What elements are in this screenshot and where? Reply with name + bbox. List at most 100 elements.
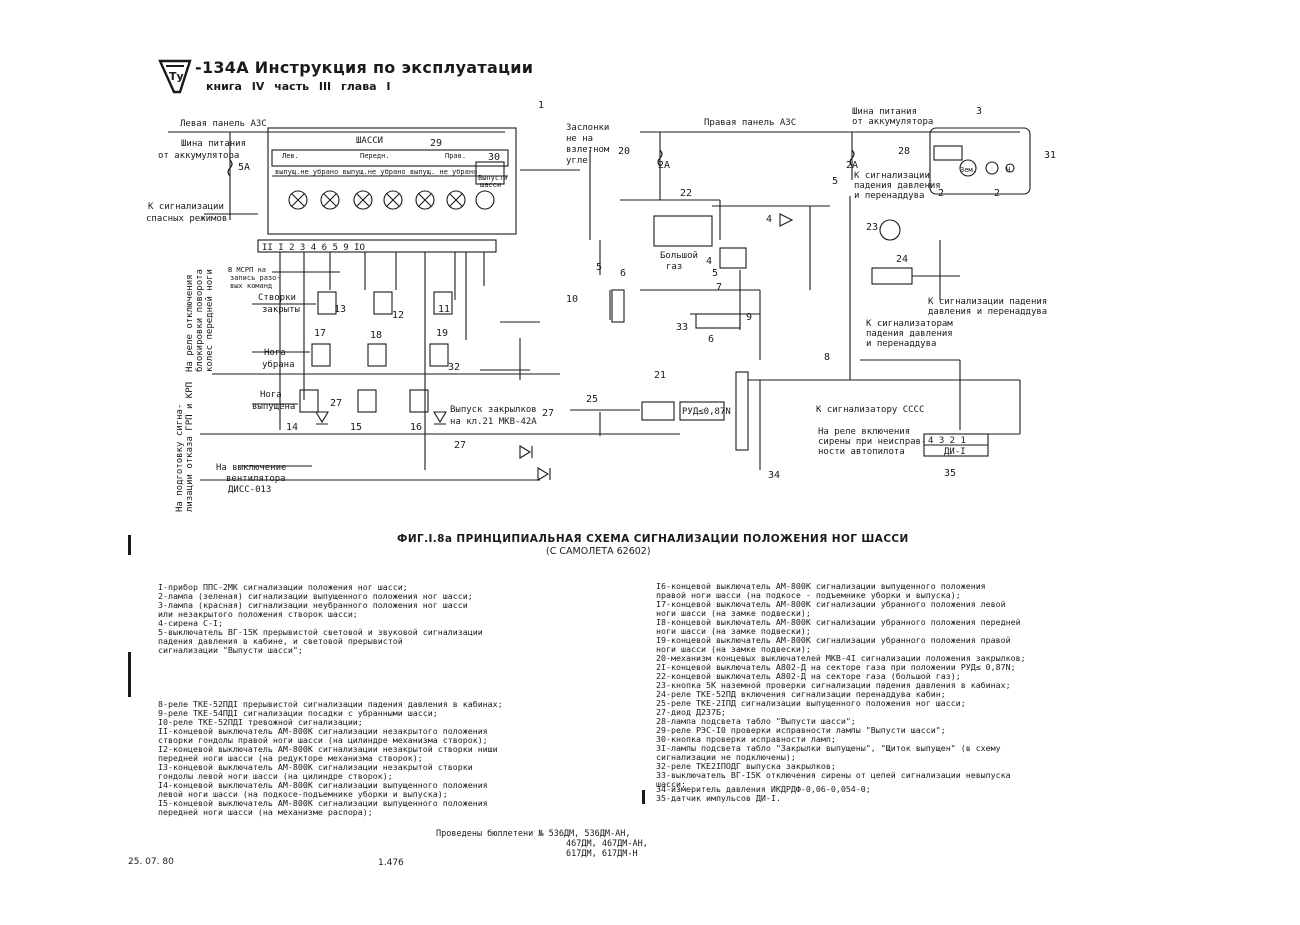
svg-text:9: 9 — [746, 312, 752, 323]
svg-text:11: 11 — [438, 304, 450, 315]
legend-item: 2I-концевой выключатель А802-Д на сектор… — [656, 662, 1016, 672]
wiring-schematic: Левая панель АЗС Шина питания от аккумул… — [146, 100, 1056, 512]
svg-text:5: 5 — [596, 262, 602, 273]
svg-text:12: 12 — [392, 310, 404, 321]
label-bus-right-1: Шина питания — [852, 107, 917, 117]
svg-text:28: 28 — [898, 146, 910, 157]
label-zaslonki-2: не на — [566, 134, 593, 144]
label-pered: Передн. — [360, 152, 390, 160]
legend-item: I6-концевой выключатель АМ-800К сигнализ… — [656, 581, 986, 591]
svg-text:35: 35 — [944, 468, 956, 479]
legend-item: ноги шасси (на замке подвески); — [656, 626, 811, 636]
label-lev: Лев. — [282, 152, 299, 160]
svg-text:7: 7 — [716, 282, 722, 293]
legend-item: I7-концевой выключатель АМ-800К сигнализ… — [656, 599, 1006, 609]
svg-text:1: 1 — [538, 100, 544, 111]
label-bus-right-2: от аккумулятора — [852, 117, 933, 127]
label-vert-4: На подготовку сигна- — [175, 404, 185, 512]
margin-mark-2 — [128, 652, 131, 697]
label-n: Н — [1006, 166, 1010, 174]
label-press-1: К сигнализации — [854, 171, 930, 181]
label-bolshoy-2: газ — [666, 262, 682, 272]
legend-item: или незакрытого положения створок шасси; — [158, 609, 358, 619]
label-press-3: и перенаддува — [854, 191, 924, 201]
legend-item: II-концевой выключатель АМ-800К сигнализ… — [158, 726, 488, 736]
label-zaslonki-1: Заслонки — [566, 123, 609, 133]
legend-item: 30-кнопка проверки исправности ламп; — [656, 734, 836, 744]
logo-text: Ту — [169, 70, 184, 83]
legend-item: падения давления в кабине, и световой пр… — [158, 636, 403, 646]
legend-item: 2-лампа (зеленая) сигнализации выпущенно… — [158, 591, 473, 601]
svg-text:5: 5 — [832, 176, 838, 187]
svg-text:23: 23 — [866, 222, 878, 233]
label-bus-left-1: Шина питания — [181, 139, 246, 149]
svg-text:4: 4 — [766, 214, 772, 225]
svg-text:17: 17 — [314, 328, 326, 339]
label-stvorki: Створки — [258, 293, 296, 303]
margin-mark-1 — [128, 535, 131, 555]
legend-list-c: I6-концевой выключатель АМ-800К сигнализ… — [656, 582, 1026, 789]
svg-text:2: 2 — [994, 188, 1000, 199]
document-subtitle: книга IV часть III глава I — [206, 80, 391, 93]
legend-item: передней ноги шасси (на редукторе механи… — [158, 753, 423, 763]
svg-text:27: 27 — [454, 440, 466, 451]
svg-text:29: 29 — [430, 138, 442, 149]
svg-text:5А: 5А — [238, 162, 250, 173]
label-positions: выпущ.не убрано выпущ.не убрано выпущ. н… — [275, 168, 477, 176]
legend-item: сигнализации "Выпусти шасси"; — [158, 645, 303, 655]
svg-text:5: 5 — [712, 268, 718, 279]
label-press-c3: и перенаддува — [866, 339, 936, 349]
label-prav: Прав. — [445, 152, 466, 160]
bulletins-line-2: 467ДМ, 467ДМ-АН, — [566, 839, 648, 849]
legend-item: 25-реле ТКЕ-2IПД сигнализации выпущенног… — [656, 698, 966, 708]
legend-item: 8-реле ТКЕ-52ПДI прерывистой сигнализаци… — [158, 699, 503, 709]
label-siren-3: ности автопилота — [818, 447, 905, 457]
label-vypushchena: выпущена — [252, 402, 295, 412]
label-flaps-1: Выпуск закрылков — [450, 405, 537, 415]
label-zaslonki-3: взлетном — [566, 145, 610, 155]
legend-item: 34-измеритель давления ИКДРДФ-0,06-0,054… — [656, 784, 871, 794]
figure-caption: ФИГ.I.8а ПРИНЦИПИАЛЬНАЯ СХЕМА СИГНАЛИЗАЦ… — [397, 533, 909, 545]
label-di: ДИ-I — [944, 447, 966, 457]
svg-text:30: 30 — [488, 152, 500, 163]
legend-item: гондолы левой ноги шасси (на цилиндре ст… — [158, 771, 393, 781]
bulletins-note: Проведены бюллетени № 536ДМ, 536ДМ-АН, 4… — [436, 829, 648, 859]
label-terminal-pins: II I 2 3 4 6 5 9 IO — [262, 243, 365, 253]
svg-text:25: 25 — [586, 394, 598, 405]
label-press-2: падения давления — [854, 181, 941, 191]
bulletins-line-1: Проведены бюллетени № 536ДМ, 536ДМ-АН, — [436, 829, 631, 839]
footer-date: 25. 07. 80 — [128, 857, 174, 867]
label-noga-2: Нога — [260, 390, 282, 400]
label-msrp-1: В МСРП на — [228, 266, 266, 274]
legend-item: левой ноги шасси (на подкосе-подъемнике … — [158, 789, 448, 799]
svg-text:32: 32 — [448, 362, 460, 373]
label-rud: РУД≤0,87N — [682, 407, 731, 417]
label-flaps-2: на кл.21 МКВ-42А — [450, 417, 537, 427]
legend-item: 33-выключатель ВГ-I5К отключения сирены … — [656, 770, 1011, 780]
legend-item: 24-реле ТКЕ-52ПД включения сигнализации … — [656, 689, 946, 699]
legend-item: 22-концевой выключатель А802-Д на сектор… — [656, 671, 961, 681]
legend-item: 5-выключатель ВГ-15К прерывистой светово… — [158, 627, 483, 637]
svg-text:3: 3 — [976, 106, 982, 117]
legend-item: 29-реле РЭС-I0 проверки исправности ламп… — [656, 725, 946, 735]
label-vert-3: колес передней ноги — [205, 269, 215, 372]
legend-item: I8-концевой выключатель АМ-800К сигнализ… — [656, 617, 1021, 627]
margin-mark-3 — [642, 790, 645, 804]
legend-item: 3-лампа (красная) сигнализации неубранно… — [158, 600, 468, 610]
legend-item: 9-реле ТКЕ-54ПДI сигнализации посадки с … — [158, 708, 438, 718]
label-zem: Зем. — [960, 166, 977, 174]
legend-item: I0-реле ТКЕ-52ПДI тревожной сигнализации… — [158, 717, 363, 727]
label-ubrana: убрана — [262, 359, 295, 370]
label-spas-2: спасных режимов — [146, 214, 227, 224]
legend-item: передней ноги шасси (на механизме распор… — [158, 807, 373, 817]
svg-text:6: 6 — [620, 268, 626, 279]
legend-item: 23-кнопка 5К наземной проверки сигнализа… — [656, 680, 1011, 690]
label-bus-left-2: от аккумулятора — [158, 151, 239, 161]
label-noga: Нога — [264, 348, 286, 358]
label-msrp-3: вых команд — [230, 282, 272, 290]
legend-item: I5-концевой выключатель АМ-800К сигнализ… — [158, 798, 488, 808]
label-vypusti: Выпусти — [478, 174, 508, 182]
legend-item: правой ноги шасси (на подкосе - подъемни… — [656, 590, 961, 600]
svg-text:16: 16 — [410, 422, 422, 433]
label-ssss: К сигнализатору СССС — [816, 405, 924, 415]
